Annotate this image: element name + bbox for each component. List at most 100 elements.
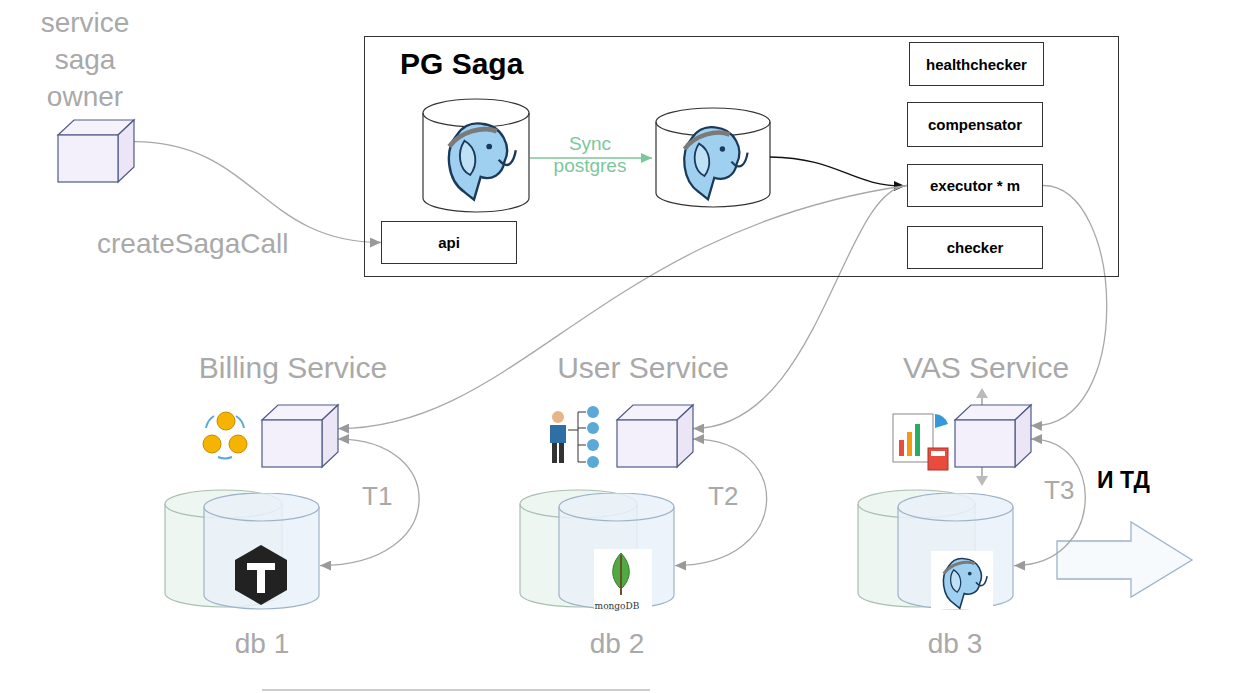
postgres-elephant (684, 127, 747, 199)
service-cube: VAS Service (955, 405, 1031, 467)
edge-label: T3 (1042, 475, 1076, 506)
postgres-elephant (943, 558, 987, 608)
user-icon (550, 406, 599, 468)
connector (1031, 186, 1107, 426)
graphic-part (915, 424, 920, 456)
tarantool-logo (235, 545, 287, 605)
replica-arrow (770, 157, 905, 186)
graphic-part (695, 144, 710, 176)
continuation-arrow (1057, 522, 1192, 597)
connector (675, 439, 767, 565)
cylinder-body (656, 108, 770, 207)
process-box: checker (907, 226, 1043, 269)
graphic-part (587, 439, 599, 451)
database-name: db 3 (928, 628, 983, 660)
cylinder-body (423, 99, 529, 212)
database-cylinder: db 3 (897, 493, 1014, 610)
database-cylinder: db 2 (558, 493, 675, 610)
cylinder-body (898, 493, 1013, 609)
graphic-part (620, 555, 622, 595)
cube-shape (58, 120, 134, 182)
process-box: compensator (907, 102, 1043, 147)
graphic-part (955, 420, 1015, 467)
graphic-part (943, 558, 981, 608)
graphic-part (449, 123, 507, 199)
graphic-part (907, 432, 912, 456)
graphic-part (587, 406, 599, 418)
edge-label: T2 (706, 481, 740, 512)
graphic-part (976, 576, 987, 586)
graphic-part (931, 451, 945, 456)
edge-label: createSagaCall (95, 228, 290, 260)
database-name: db 1 (235, 628, 290, 660)
graphic-part (594, 549, 652, 609)
service-name: service saga owner (20, 4, 150, 115)
graphic-part (951, 570, 961, 592)
owner-cube: service saga owner (58, 120, 134, 182)
cylinder-shape (203, 493, 320, 610)
box-label: compensator (928, 116, 1022, 133)
box-label: executor * m (930, 177, 1020, 194)
graphic-part (552, 411, 564, 423)
cube-shape (262, 405, 338, 467)
logo-label: mongoDB (595, 601, 640, 611)
graphic-part (587, 422, 599, 434)
chart-icon (893, 414, 948, 470)
graphic-part (656, 108, 770, 207)
graphic-part (423, 99, 529, 212)
cylinder-body (204, 493, 319, 609)
container-title: PG Saga (400, 47, 523, 81)
pg-cylinders (423, 99, 770, 212)
bottom-rule (262, 689, 650, 691)
connector (320, 439, 419, 565)
cube-shape (617, 405, 693, 467)
graphic-part (460, 141, 475, 175)
graphic-part (550, 425, 566, 443)
graphic-part (928, 448, 948, 470)
graphic-part (257, 563, 265, 593)
graphic-part (931, 551, 993, 609)
connector (338, 186, 907, 429)
graphic-part (552, 443, 564, 463)
coins-icon (203, 412, 247, 458)
graphic-part (677, 405, 693, 467)
process-box: executor * m (907, 164, 1043, 207)
graphic-part (587, 456, 599, 468)
postgres-elephant (449, 123, 516, 199)
database-name: db 2 (590, 628, 645, 660)
service-cube: User Service (617, 405, 693, 467)
box-label: checker (947, 239, 1004, 256)
graphic-part (203, 435, 221, 453)
box-label: api (438, 234, 460, 251)
graphic-part (322, 405, 338, 467)
graphic-part (58, 135, 118, 182)
service-name: VAS Service (903, 351, 1069, 385)
process-box: healthchecker (909, 42, 1044, 86)
graphic-part (206, 416, 244, 458)
graphic-part (217, 412, 235, 430)
graphic-part (720, 146, 725, 151)
graphic-part (731, 153, 747, 167)
connector (693, 186, 907, 429)
edge-label: T1 (360, 481, 394, 512)
graphic-part (568, 412, 586, 462)
cylinder-shape (558, 493, 675, 610)
cylinder-rim (559, 507, 674, 521)
process-box: api (381, 221, 517, 264)
graphic-part (229, 435, 247, 453)
cylinder-rim (898, 507, 1013, 521)
note-label: И ТД (1097, 467, 1150, 494)
graphic-part (893, 414, 933, 462)
mongodb-logo (594, 549, 652, 609)
graphic-part (118, 120, 134, 182)
graphic-part (684, 127, 739, 199)
graphic-part (262, 420, 322, 467)
graphic-part (1015, 405, 1031, 467)
service-name: User Service (557, 351, 729, 385)
graphic-part (899, 440, 904, 456)
box-label: healthchecker (926, 56, 1027, 73)
database-cylinder: db 1 (203, 493, 320, 610)
cube-shape (955, 405, 1031, 467)
graphic-part (617, 420, 677, 467)
